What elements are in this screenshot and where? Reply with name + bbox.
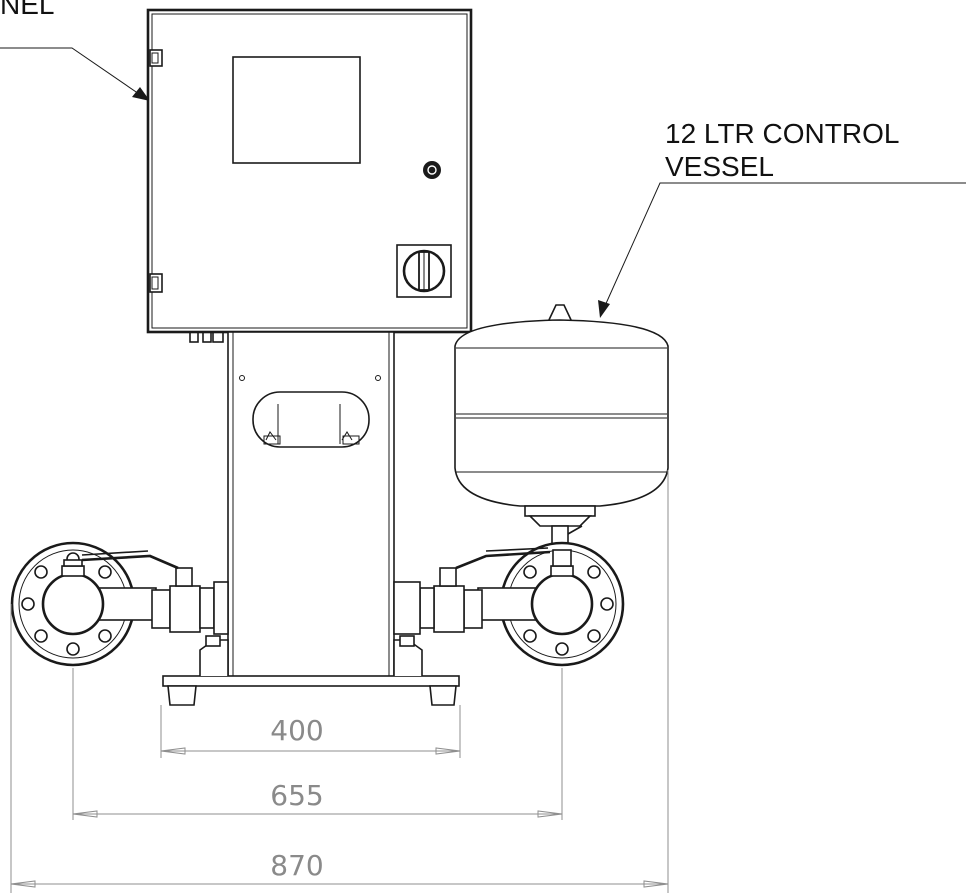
panel-callout-text: NEL <box>0 0 54 20</box>
dimension-middle-text: 655 <box>270 779 323 812</box>
control-panel <box>146 8 473 343</box>
dimension-inner: 400 <box>160 705 461 758</box>
dimension-overall-text: 870 <box>270 849 323 882</box>
dimension-middle: 655 <box>72 668 563 820</box>
foot-left <box>167 685 197 706</box>
panel-callout: NEL <box>0 0 150 101</box>
vessel-callout-line2: VESSEL <box>665 151 774 182</box>
hinge-bottom <box>149 273 163 293</box>
isolator-switch-icon <box>396 244 452 298</box>
vessel-callout-arrow <box>598 300 610 318</box>
right-manifold <box>393 541 625 667</box>
panel-callout-arrow <box>132 87 150 101</box>
pedestal-stand <box>162 331 460 706</box>
foot-right <box>429 685 457 706</box>
pressure-vessel <box>454 304 669 549</box>
panel-window <box>232 56 361 164</box>
lock-icon <box>423 161 441 179</box>
vessel-callout: 12 LTR CONTROL VESSEL <box>598 118 966 318</box>
vessel-callout-line1: 12 LTR CONTROL <box>665 118 899 149</box>
dimension-overall: 870 <box>10 470 669 893</box>
dimension-inner-text: 400 <box>270 714 323 747</box>
left-manifold <box>10 541 229 667</box>
hinge-top <box>149 49 163 67</box>
